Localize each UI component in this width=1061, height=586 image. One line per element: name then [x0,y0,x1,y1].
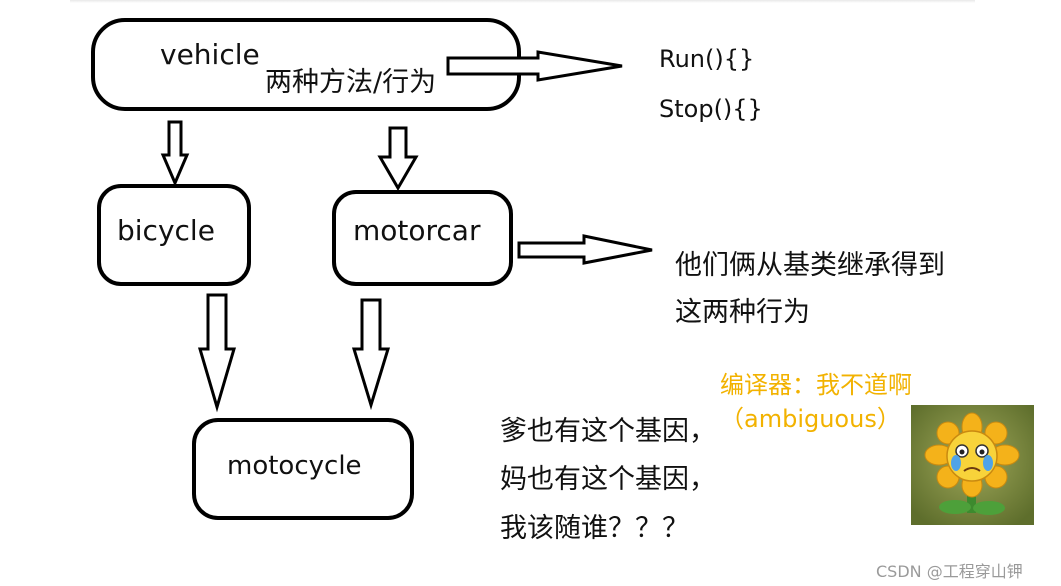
arrow-vehicle-to-methods [446,50,623,82]
inherit-note-line-1: 他们俩从基类继承得到 [675,250,945,281]
method-run: Run(){} [659,45,755,73]
crying-sunflower-icon [911,405,1034,525]
bicycle-label: bicycle [117,214,215,247]
motocycle-label: motocycle [227,451,362,481]
motorcar-box [332,190,513,286]
gene-note-line-1: 爹也有这个基因， [500,416,716,447]
compiler-note-line-1: 编译器：我不道啊 [720,371,912,399]
bicycle-box [97,184,251,286]
top-shadow [70,0,975,3]
compiler-note-line-2: （ambiguous） [720,405,901,433]
method-stop: Stop(){} [659,95,763,123]
arrow-motorcar-to-inherit-note [517,234,653,265]
arrow-vehicle-to-motorcar [377,126,419,191]
arrow-motorcar-to-motocycle [351,298,391,411]
inherit-note-line-2: 这两种行为 [675,297,810,328]
gene-note-line-2: 妈也有这个基因， [500,464,716,495]
vehicle-label: vehicle [160,38,260,71]
motocycle-box [192,418,414,520]
vehicle-note: 两种方法/行为 [265,67,437,98]
gene-note-line-3: 我该随谁？？？ [500,513,689,544]
motorcar-label: motorcar [353,214,481,247]
arrow-bicycle-to-motocycle [197,293,237,413]
watermark: CSDN @工程穿山钾 [876,562,1023,581]
arrow-vehicle-to-bicycle [160,120,190,187]
